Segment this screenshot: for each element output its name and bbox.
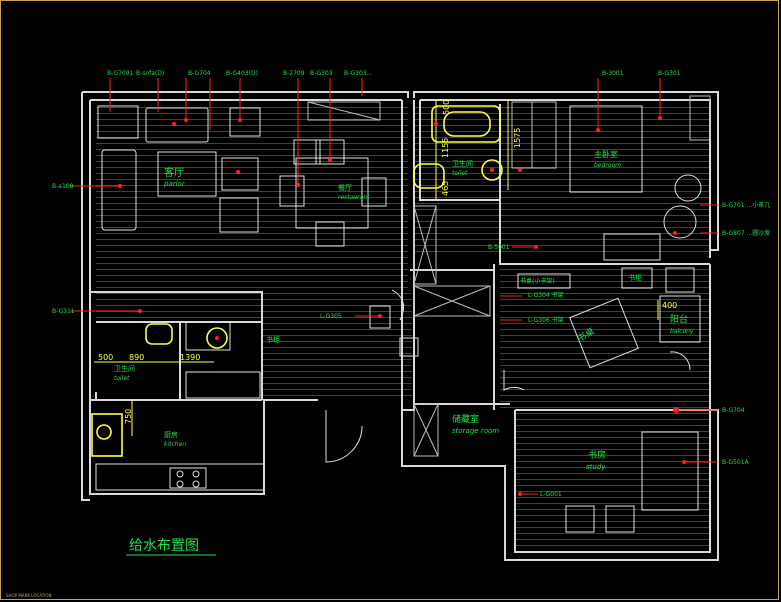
callout-bottom1: B-G704 xyxy=(722,407,745,414)
callout-right-top1: B-3001 xyxy=(602,70,624,77)
footer-text: SHOP MARK LOCATION xyxy=(6,593,51,598)
callout-top4: B-G403(D) xyxy=(226,70,258,77)
room-toilet2-en: toilet xyxy=(114,375,130,382)
callout-mid1: B-5001 xyxy=(488,244,510,251)
dim-wc-a: 500 xyxy=(98,353,113,362)
callout-top1: B-G7091 xyxy=(107,70,134,77)
callout-right2: B-G807 ...圆沙发 xyxy=(722,229,770,237)
callout-right1: B-G701 ...小茶几 xyxy=(722,201,770,209)
dim-kit: 750 xyxy=(124,409,133,424)
dimension-lines xyxy=(94,100,659,436)
callout-right-top2: B-G301 xyxy=(658,70,681,77)
callout-cn2: 书柜 xyxy=(628,273,642,282)
room-toilet2-cn: 卫生间 xyxy=(114,364,135,373)
furniture xyxy=(95,105,702,533)
room-bedroom-cn: 主卧室 xyxy=(594,149,618,159)
callout-study1: 书桌(小书架) xyxy=(520,277,555,285)
labels: B-G7091 B-sofa(D) B-G704 B-G403(D) B-270… xyxy=(6,70,770,598)
callout-mid2: L-G305 xyxy=(320,313,342,320)
room-study-cn: 书房 xyxy=(588,449,606,461)
callout-top7: B-G303... xyxy=(344,70,372,77)
room-kitchen-cn: 厨房 xyxy=(164,430,178,439)
room-restaurant-cn: 餐厅 xyxy=(338,183,352,192)
callout-left2: B-G311 xyxy=(52,308,75,315)
room-study-en: study xyxy=(586,463,606,471)
water-points xyxy=(118,116,686,496)
room-balcony-cn: 阳台 xyxy=(670,313,688,325)
dim-bal: 400 xyxy=(662,301,677,310)
room-balcony-en: balcony xyxy=(670,328,694,335)
floor-hatch xyxy=(96,104,711,548)
wardrobes xyxy=(307,95,711,457)
room-storage-cn: 储藏室 xyxy=(452,413,479,425)
room-parlor-en: parlor xyxy=(163,180,186,188)
room-restaurant-en: restaurant xyxy=(338,194,370,201)
callout-bottom3: L-G001 xyxy=(540,491,562,498)
callout-top2: B-sofa(D) xyxy=(136,70,164,77)
dim-wc-b: 890 xyxy=(129,353,144,362)
callout-study2: L-G304 书架 xyxy=(528,291,564,299)
room-parlor-cn: 客厅 xyxy=(164,166,184,179)
callout-bottom2: B-G501A xyxy=(722,459,750,466)
room-kitchen-en: kitchen xyxy=(164,441,186,448)
room-toilet-cn: 卫生间 xyxy=(452,159,473,168)
room-toilet-en: toilet xyxy=(452,170,468,177)
callout-top5: B-2709 xyxy=(283,70,305,77)
leader-lines xyxy=(70,78,718,495)
callout-top3: B-G704 xyxy=(188,70,211,77)
dim-bath-w: 500 xyxy=(442,100,451,115)
dim-wc-c: 1390 xyxy=(180,353,200,362)
room-storage-en: storage room xyxy=(452,427,499,435)
drawing-title: 给水布置图 xyxy=(129,538,199,554)
dim-shower: 1575 xyxy=(513,128,522,148)
dim-bath-h2: 465 xyxy=(441,181,450,196)
room-bedroom-en: bedroom xyxy=(594,162,621,169)
callout-study3: L-G306 书架 xyxy=(528,316,564,324)
callout-cn1: 书柜 xyxy=(266,335,280,344)
callout-left1: B-a108 xyxy=(52,183,74,190)
dim-bath-h1: 1155 xyxy=(441,138,450,158)
fixtures xyxy=(91,105,503,457)
callout-top6: B-G303 xyxy=(310,70,333,77)
